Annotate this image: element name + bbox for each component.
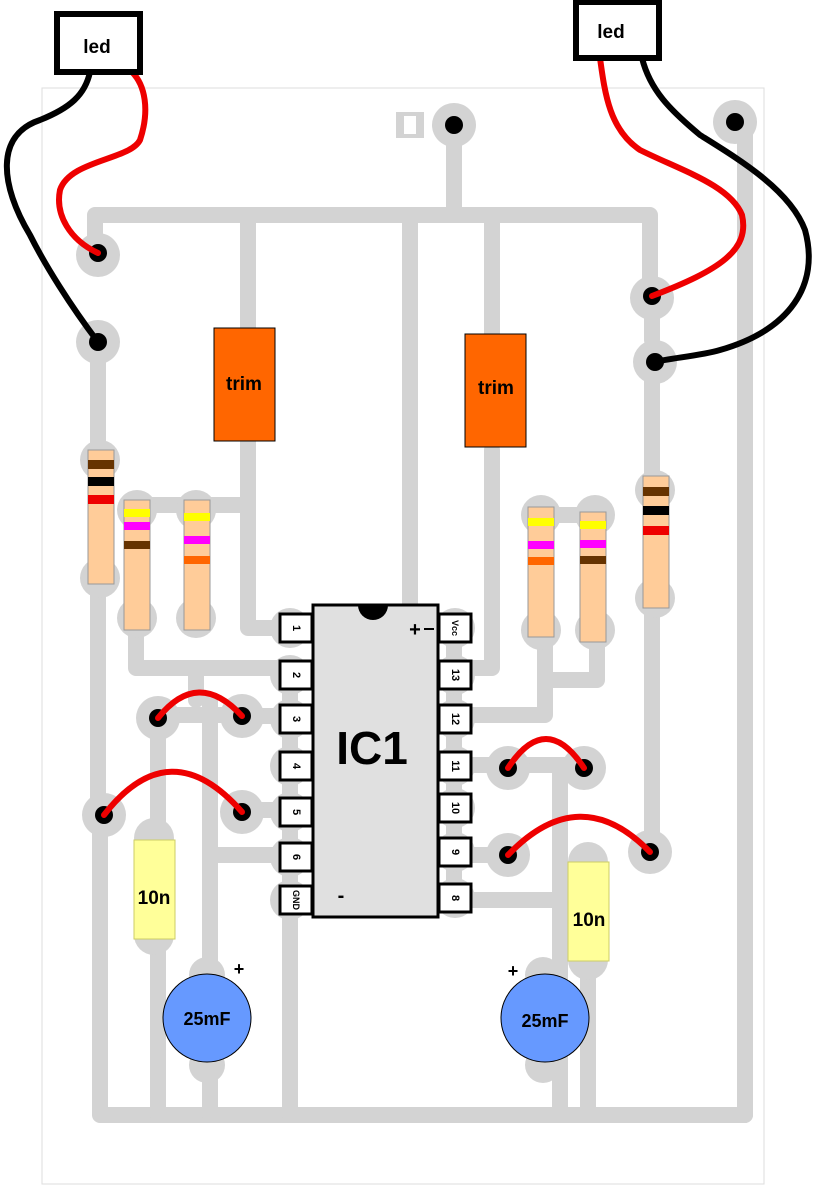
cap-elec-left-label: 25mF xyxy=(183,1009,230,1029)
led-right: led xyxy=(573,0,812,365)
led-left-label: led xyxy=(83,37,110,58)
ic-pin-12: 12 xyxy=(449,713,461,725)
trimmer-right-label: trim xyxy=(478,378,514,399)
ic-pin-9: 9 xyxy=(449,849,461,855)
ic-pin-gnd: GND xyxy=(291,890,301,911)
cap-elec-left-polarity: + xyxy=(234,959,245,979)
resistor-icon xyxy=(87,449,670,643)
jumper-wires xyxy=(101,689,653,858)
ic-minus-sign: - xyxy=(338,885,345,907)
trimmer-left-label: trim xyxy=(226,374,262,395)
led-left: led xyxy=(3,11,149,345)
ic-notch xyxy=(358,605,388,620)
trimmer-left: trim xyxy=(213,327,276,442)
capacitor-electrolytic-right: 25mF + xyxy=(500,961,590,1063)
ic-pin-vcc: Vcc xyxy=(450,620,460,636)
ic-label: IC1 xyxy=(336,722,408,774)
cap-elec-right-label: 25mF xyxy=(521,1011,568,1031)
ic-pin-3: 3 xyxy=(290,716,302,722)
capacitor-electrolytic-left: 25mF + xyxy=(162,959,252,1063)
ic-pin-4: 4 xyxy=(290,763,302,770)
ic-pin-11: 11 xyxy=(449,760,461,772)
capacitor-ceramic-right: 10n xyxy=(567,861,610,962)
cap-ceramic-right-label: 10n xyxy=(573,910,606,931)
terminal-slot xyxy=(404,116,416,134)
capacitor-ceramic-left: 10n xyxy=(133,839,176,940)
ic-pin-5: 5 xyxy=(290,809,302,815)
ic-package: IC1 + - 1 2 3 4 5 6 GND Vcc 13 12 11 10 … xyxy=(278,603,473,919)
ic-pin-13: 13 xyxy=(449,669,461,681)
ic-pin-8: 8 xyxy=(449,895,461,901)
led-right-label: led xyxy=(597,22,624,43)
cap-ceramic-left-label: 10n xyxy=(138,888,171,909)
trimmer-right: trim xyxy=(464,333,527,448)
cap-elec-right-polarity: + xyxy=(508,961,519,981)
ic-plus-sign: + xyxy=(409,619,421,641)
ic-pin-1: 1 xyxy=(290,625,302,631)
ic-pin-10: 10 xyxy=(449,802,461,814)
ic-pin-6: 6 xyxy=(290,854,302,860)
ic-pin-2: 2 xyxy=(290,672,302,678)
